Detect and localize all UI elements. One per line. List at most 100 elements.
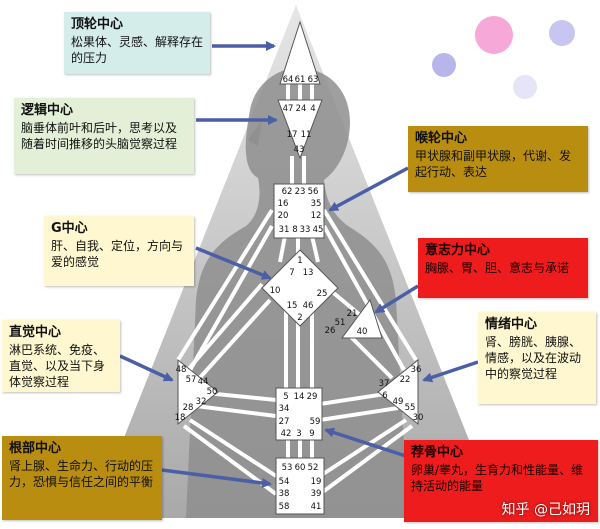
gate-43: 43 <box>294 145 305 155</box>
gate-15: 15 <box>287 301 298 311</box>
head-center-desc: 松果体、灵感、解释存在的压力 <box>71 35 204 65</box>
gate-17: 17 <box>287 130 298 140</box>
arrow-solar <box>422 360 479 383</box>
pointer-arrows <box>119 41 479 488</box>
gate-63: 63 <box>308 75 319 85</box>
root-center-desc: 肾上腺、生命力、行动的压力，恐惧与信任之间的平衡 <box>9 459 154 489</box>
channels <box>176 82 418 496</box>
gate-54: 54 <box>279 477 290 487</box>
gate-45: 45 <box>313 225 324 235</box>
gate-41: 41 <box>311 502 322 512</box>
gate-56: 56 <box>308 187 319 197</box>
gate-39: 39 <box>311 489 322 499</box>
gate-10: 10 <box>270 286 281 296</box>
sacral-center-box: 荐骨中心 卵巢/睾丸，生育力和性能量、维持活动的能量 <box>404 440 598 522</box>
gate-31: 31 <box>279 225 290 235</box>
silhouette-nose <box>248 120 262 146</box>
gate-8: 8 <box>292 225 297 235</box>
g-center-desc: 肝、自我、定位，方向与爱的感觉 <box>51 239 184 269</box>
centers <box>177 20 419 515</box>
gate-46: 46 <box>303 301 314 311</box>
ajna-center <box>277 99 323 160</box>
ajna-center-box: 逻辑中心 脑垂体前叶和后叶，思考以及随着时间推移的头脑觉察过程 <box>14 98 194 174</box>
sacral-center <box>275 387 323 441</box>
solar-center-title: 情绪中心 <box>485 317 538 332</box>
throat-center-title: 喉轮中心 <box>415 131 468 146</box>
gate-2: 2 <box>297 313 302 323</box>
gate-21: 21 <box>347 309 358 319</box>
gate-62: 62 <box>282 187 293 197</box>
watermark-text: 知乎 @己如玥 <box>501 502 590 518</box>
gate-37: 37 <box>379 379 390 389</box>
solar-center-box: 情绪中心 肾、膀胱、胰腺、情感，以及在波动中的察觉过程 <box>478 312 596 404</box>
gate-59: 59 <box>310 417 321 427</box>
head-center-title: 顶轮中心 <box>71 17 124 32</box>
gate-25: 25 <box>317 289 328 299</box>
gate-16: 16 <box>278 199 289 209</box>
decor-circle-pink <box>475 16 513 54</box>
arrow-throat <box>328 166 409 212</box>
decor-circle-lavender <box>513 75 537 99</box>
will-center-box: 意志力中心 胸腺、胃、胆、意志与承诺 <box>418 238 588 298</box>
solar-center-desc: 肾、膀胱、胰腺、情感，以及在波动中的察觉过程 <box>485 335 582 381</box>
root-center-title: 根部中心 <box>9 441 62 456</box>
head-center <box>279 20 321 85</box>
gate-57: 57 <box>186 375 197 385</box>
gate-18: 18 <box>175 413 186 423</box>
throat-center <box>273 183 325 239</box>
will-center <box>341 298 383 339</box>
gate-22: 22 <box>400 375 411 385</box>
gate-labels: 64 61 63 47 24 4 17 11 43 62 23 56 16 35… <box>175 75 424 512</box>
gate-29: 29 <box>307 392 318 402</box>
gate-7: 7 <box>289 268 294 278</box>
gate-64: 64 <box>283 75 294 85</box>
gate-55: 55 <box>405 403 416 413</box>
spleen-center-desc: 淋巴系统、免疫、直觉、以及当下身体觉察过程 <box>9 343 106 389</box>
throat-center-box: 喉轮中心 甲状腺和副甲状腺，代谢、发起行动、表达 <box>408 126 588 192</box>
gate-13: 13 <box>303 268 314 278</box>
gate-44: 44 <box>198 377 209 387</box>
gate-51: 51 <box>335 318 346 328</box>
gate-28: 28 <box>183 403 194 413</box>
gate-49: 49 <box>393 397 404 407</box>
gate-42: 42 <box>281 429 292 439</box>
arrow-sacral <box>324 427 413 460</box>
arrow-root <box>161 468 272 488</box>
will-center-desc: 胸腺、胃、胆、意志与承诺 <box>425 261 570 275</box>
gate-58: 58 <box>279 502 290 512</box>
gate-48: 48 <box>176 365 187 375</box>
gate-5: 5 <box>283 392 288 402</box>
gate-53: 53 <box>282 463 293 473</box>
gate-26: 26 <box>325 326 336 336</box>
arrow-will <box>374 284 419 314</box>
decor-circle-lilac <box>549 20 575 46</box>
gate-50: 50 <box>207 387 218 397</box>
arrow-g <box>195 246 272 280</box>
g-center <box>261 249 339 327</box>
gate-23: 23 <box>295 187 306 197</box>
throat-center-desc: 甲状腺和副甲状腺，代谢、发起行动、表达 <box>415 149 572 179</box>
sacral-center-desc: 卵巢/睾丸，生育力和性能量、维持活动的能量 <box>411 463 584 493</box>
g-center-box: G中心 肝、自我、定位，方向与爱的感觉 <box>44 216 194 286</box>
ajna-center-title: 逻辑中心 <box>21 103 74 118</box>
gate-30: 30 <box>413 413 424 423</box>
gate-35: 35 <box>311 199 322 209</box>
gate-47: 47 <box>283 104 294 114</box>
gate-60: 60 <box>295 463 306 473</box>
root-center-box: 根部中心 肾上腺、生命力、行动的压力，恐惧与信任之间的平衡 <box>2 436 162 520</box>
gate-11: 11 <box>301 130 312 140</box>
gate-20: 20 <box>278 211 289 221</box>
sacral-center-title: 荐骨中心 <box>411 445 464 460</box>
gate-1: 1 <box>297 256 302 266</box>
spleen-center-title: 直觉中心 <box>9 325 62 340</box>
gate-52: 52 <box>308 463 319 473</box>
gate-38: 38 <box>279 489 290 499</box>
ajna-center-desc: 脑垂体前叶和后叶，思考以及随着时间推移的头脑觉察过程 <box>21 121 178 151</box>
gate-14: 14 <box>294 392 305 402</box>
gate-34: 34 <box>279 404 290 414</box>
gate-9: 9 <box>309 429 314 439</box>
gate-19: 19 <box>311 477 322 487</box>
gate-36: 36 <box>411 365 422 375</box>
